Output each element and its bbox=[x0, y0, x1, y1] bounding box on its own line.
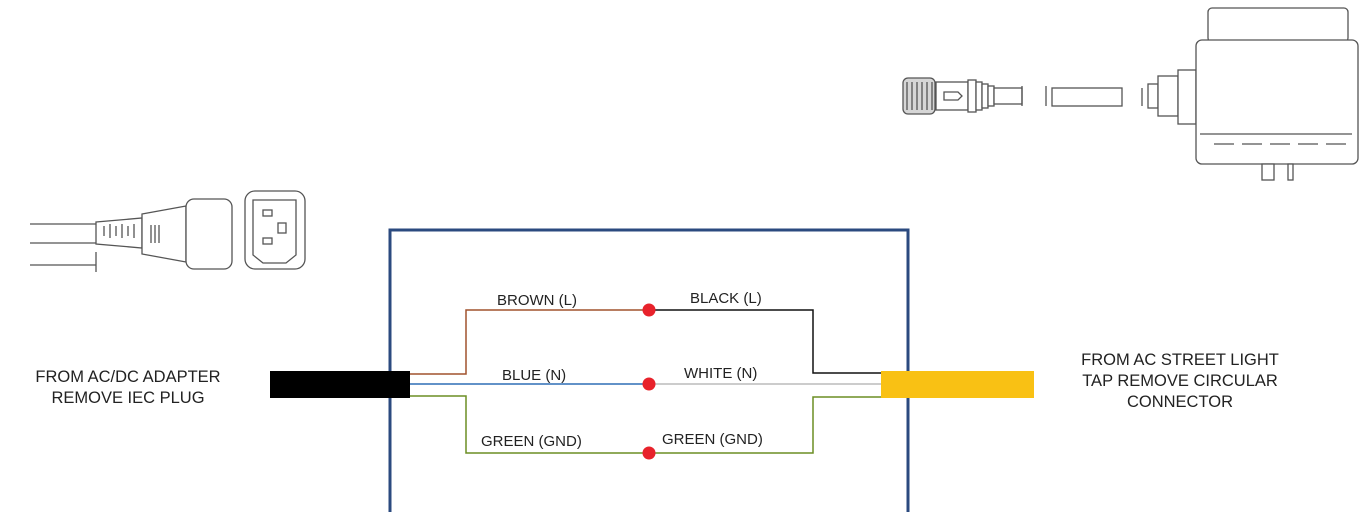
black-wire bbox=[649, 309, 881, 374]
street-light-cable bbox=[881, 371, 1034, 398]
splice-dot-line bbox=[642, 303, 656, 317]
iec-power-cord-icon bbox=[30, 190, 306, 272]
junction-box bbox=[388, 228, 910, 512]
street-light-source-line-1: FROM AC STREET LIGHT bbox=[1081, 351, 1279, 369]
adapter-source-label: FROM AC/DC ADAPTER REMOVE IEC PLUG bbox=[0, 367, 256, 409]
street-light-source-line-2: TAP REMOVE CIRCULAR bbox=[1082, 372, 1278, 390]
green-left-wire-label: GREEN (GND) bbox=[481, 433, 582, 450]
adapter-source-line-2: REMOVE IEC PLUG bbox=[51, 389, 205, 407]
green-wire-right bbox=[649, 396, 881, 454]
brown-wire-label: BROWN (L) bbox=[497, 292, 577, 309]
circular-connector-light-tap-icon bbox=[902, 7, 1359, 181]
street-light-source-line-3: CONNECTOR bbox=[1126, 393, 1234, 411]
green-wire-left bbox=[410, 395, 649, 454]
splice-dot-neutral bbox=[642, 377, 656, 391]
adapter-source-line-1: FROM AC/DC ADAPTER bbox=[35, 368, 221, 386]
street-light-source-label: FROM AC STREET LIGHT TAP REMOVE CIRCULAR… bbox=[1052, 350, 1308, 413]
black-wire-label: BLACK (L) bbox=[690, 290, 762, 307]
adapter-cable bbox=[270, 371, 410, 398]
blue-wire-label: BLUE (N) bbox=[502, 367, 566, 384]
green-right-wire-label: GREEN (GND) bbox=[662, 431, 763, 448]
white-wire-label: WHITE (N) bbox=[684, 365, 757, 382]
splice-dot-ground bbox=[642, 446, 656, 460]
brown-wire bbox=[410, 309, 649, 375]
